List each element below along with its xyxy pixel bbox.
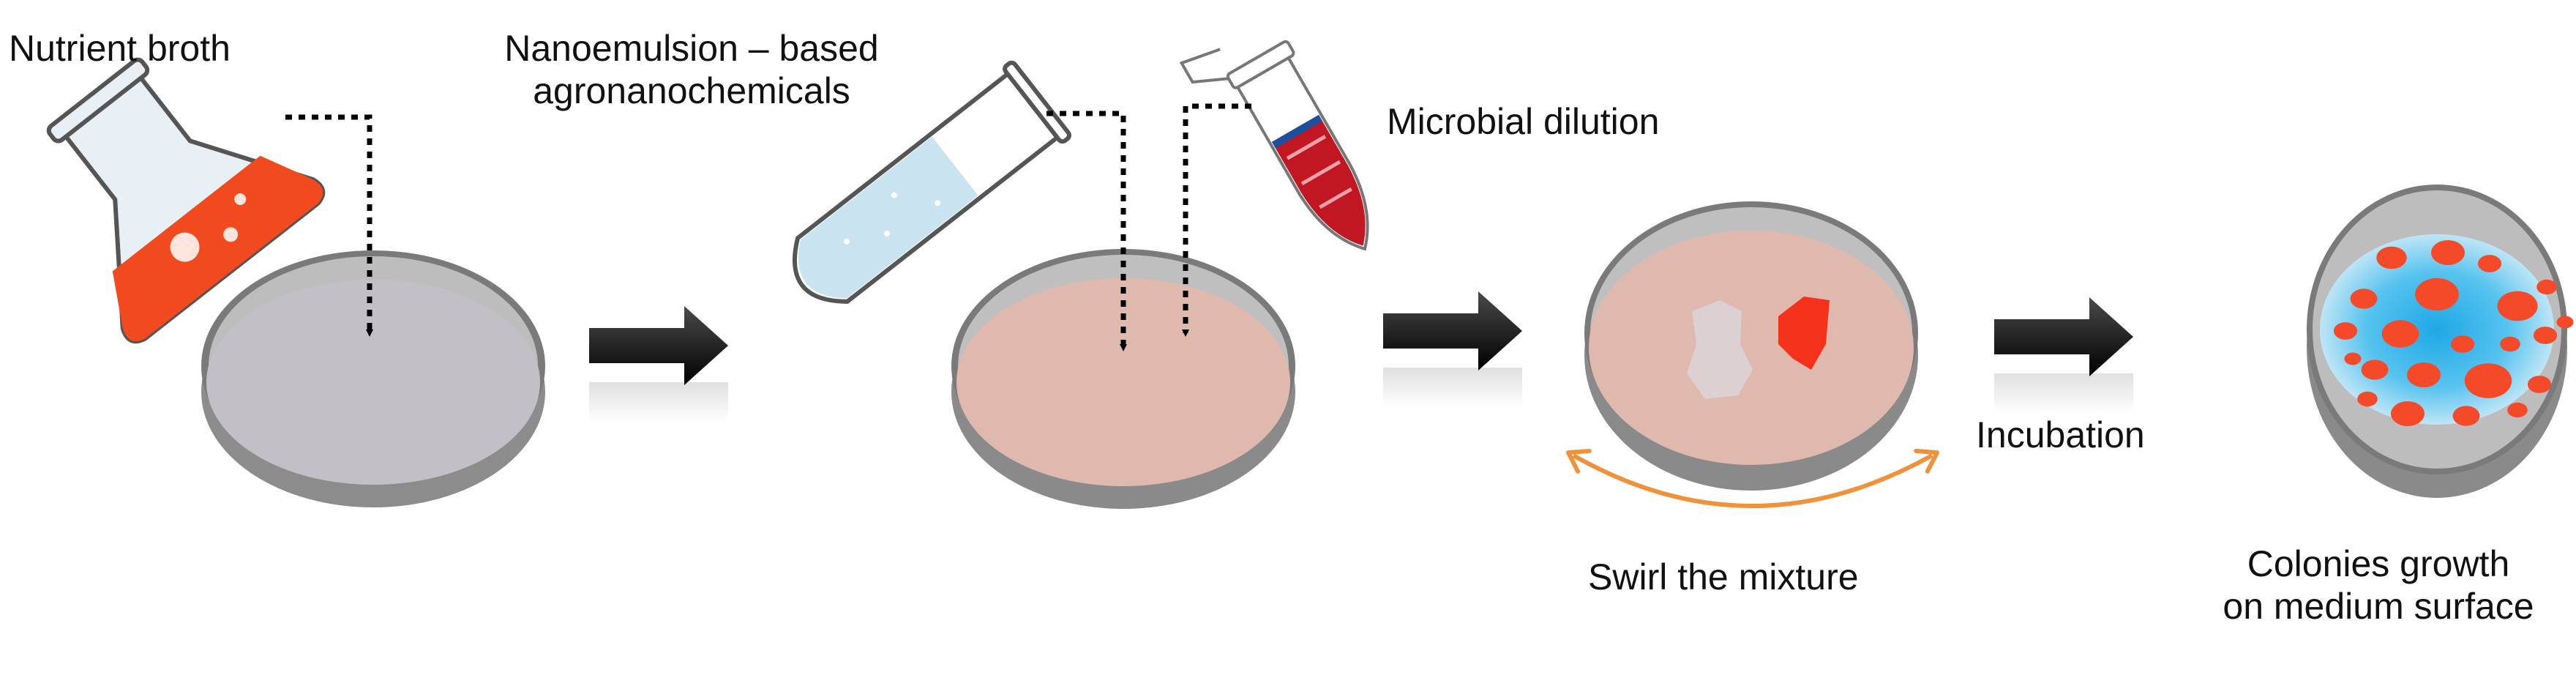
colony [2344, 352, 2362, 365]
process-arrow-icon [1383, 291, 1522, 408]
colony [2415, 277, 2459, 311]
process-arrow-icon [589, 306, 728, 422]
colony-group [2333, 240, 2574, 426]
colony [2361, 360, 2389, 380]
label-nutrient-broth: Nutrient broth [9, 28, 231, 69]
colony [2391, 401, 2425, 426]
colony [2533, 327, 2558, 344]
colony [2381, 320, 2419, 348]
swirl-arrow-icon [1566, 448, 1939, 508]
label-colonies-line2: on medium surface [2223, 585, 2534, 627]
flask-icon [46, 57, 326, 344]
petri-dish-icon [951, 249, 1295, 509]
colony [2431, 240, 2465, 265]
label-nanoemulsion-line2: agronanochemicals [533, 70, 850, 111]
colony [2477, 255, 2502, 272]
colony [2350, 288, 2378, 309]
label-microbial-dilution: Microbial dilution [1387, 101, 1660, 142]
colony [2333, 322, 2358, 340]
petri-dish-icon [201, 250, 545, 507]
label-colonies: Colonies growth on medium surface [2184, 543, 2572, 627]
microtube-icon [1179, 40, 1369, 251]
microbe-blob [1778, 297, 1830, 370]
colony [2500, 336, 2520, 352]
test-tube-icon [793, 60, 1071, 304]
label-swirl: Swirl the mixture [1588, 556, 1859, 597]
colony [2464, 363, 2512, 398]
colony [2527, 376, 2552, 393]
label-nanoemulsion-line1: Nanoemulsion – based [504, 28, 879, 69]
dotted-guide-lines [285, 103, 1251, 351]
colony [2376, 246, 2407, 269]
colony [2536, 279, 2557, 295]
dilution-pour-line [1182, 103, 1251, 337]
petri-dish-icon [2307, 185, 2574, 498]
petri-dish-icon [1584, 201, 1918, 491]
colony [2450, 335, 2475, 353]
process-arrow-icon [1994, 297, 2133, 414]
label-incubation: Incubation [1976, 414, 2145, 455]
colony [2507, 402, 2528, 418]
broth-pour-line [285, 114, 373, 337]
label-colonies-line1: Colonies growth [2247, 543, 2510, 584]
colony [2497, 291, 2538, 321]
colony [2452, 406, 2480, 426]
colony [2357, 391, 2378, 407]
colony [2556, 316, 2574, 329]
nanoemulsion-blob [1687, 300, 1753, 399]
colony [2407, 362, 2441, 387]
label-nanoemulsion: Nanoemulsion – based agronanochemicals [450, 28, 933, 112]
